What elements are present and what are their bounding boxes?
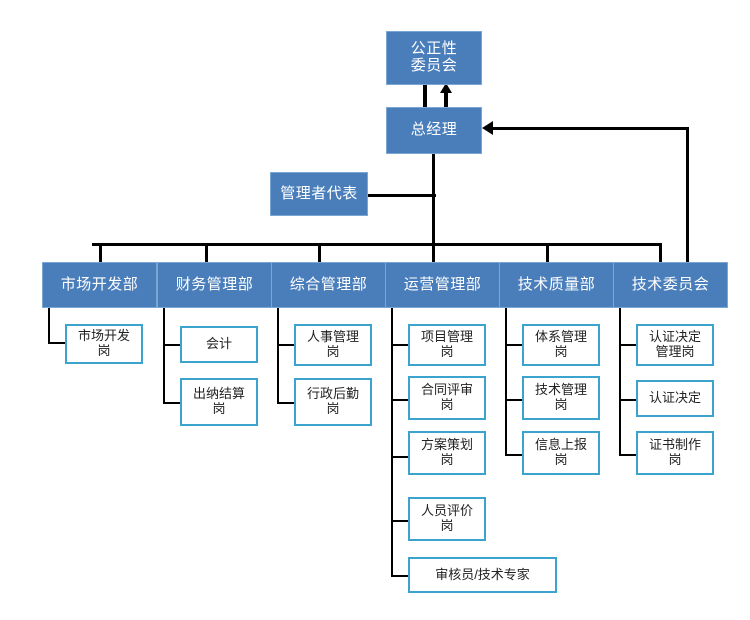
position-technical-committee-2[interactable]: 认证决定 bbox=[636, 380, 714, 417]
position-label: 会计 bbox=[205, 336, 232, 352]
dept-label: 市场开发部 bbox=[60, 275, 139, 293]
position-technical-committee-1[interactable]: 认证决定 管理岗 bbox=[636, 324, 714, 366]
node-management-representative[interactable]: 管理者代表 bbox=[270, 172, 368, 216]
position-label: 合同评审 岗 bbox=[420, 382, 473, 412]
position-label: 技术管理 岗 bbox=[534, 382, 587, 412]
connector-spine-technical-quality bbox=[505, 308, 507, 455]
position-finance-management-2[interactable]: 出纳结算 岗 bbox=[180, 378, 258, 426]
position-technical-quality-1[interactable]: 体系管理 岗 bbox=[522, 324, 600, 366]
position-general-management-2[interactable]: 行政后勤 岗 bbox=[294, 378, 372, 426]
position-label: 证书制作 岗 bbox=[648, 437, 701, 467]
dept-label: 技术委员会 bbox=[631, 275, 710, 293]
position-label: 出纳结算 岗 bbox=[192, 386, 245, 416]
connector-drop-general-management bbox=[318, 243, 321, 263]
connector-drop-technical-quality bbox=[546, 243, 549, 263]
connector-feedback-horizontal bbox=[492, 127, 689, 130]
connector-stub-technical-quality-2 bbox=[505, 399, 523, 401]
connector-feedback-vertical bbox=[686, 127, 689, 267]
dept-label: 技术质量部 bbox=[517, 275, 596, 293]
node-label: 公正性 委员会 bbox=[410, 40, 458, 74]
position-operations-management-2[interactable]: 合同评审 岗 bbox=[408, 376, 486, 420]
position-label: 认证决定 bbox=[648, 390, 701, 406]
dept-label: 财务管理部 bbox=[175, 275, 254, 293]
node-label: 总经理 bbox=[410, 121, 458, 139]
connector-stub-finance-management-2 bbox=[163, 402, 181, 404]
connector-gm-to-committee-line bbox=[423, 85, 427, 107]
dept-general-management[interactable]: 综合管理部 bbox=[271, 262, 386, 308]
connector-drop-market-development bbox=[99, 243, 102, 263]
dept-operations-management[interactable]: 运营管理部 bbox=[385, 262, 500, 308]
connector-bus-bar bbox=[92, 243, 662, 246]
connector-drop-technical-committee bbox=[659, 243, 662, 263]
connector-gm-to-committee-arrow-stem bbox=[444, 92, 448, 107]
dept-label: 综合管理部 bbox=[289, 275, 368, 293]
connector-mgmt-rep-to-trunk bbox=[368, 194, 436, 197]
position-technical-committee-3[interactable]: 证书制作 岗 bbox=[636, 431, 714, 475]
connector-stub-technical-quality-1 bbox=[505, 344, 523, 346]
position-operations-management-3[interactable]: 方案策划 岗 bbox=[408, 431, 486, 475]
position-label: 信息上报 岗 bbox=[534, 437, 587, 467]
dept-label: 运营管理部 bbox=[403, 275, 482, 293]
position-label: 认证决定 管理岗 bbox=[648, 329, 701, 359]
position-label: 项目管理 岗 bbox=[420, 329, 473, 359]
connector-trunk-vertical bbox=[432, 154, 435, 245]
connector-spine-market-development bbox=[48, 308, 50, 343]
arrowhead-left-icon bbox=[482, 121, 493, 135]
position-general-management-1[interactable]: 人事管理 岗 bbox=[294, 324, 372, 366]
connector-stub-operations-management-2 bbox=[391, 399, 409, 401]
position-label: 体系管理 岗 bbox=[534, 329, 587, 359]
connector-stub-general-management-2 bbox=[277, 402, 295, 404]
position-market-development-1[interactable]: 市场开发 岗 bbox=[65, 324, 143, 364]
position-operations-management-5[interactable]: 审核员/技术专家 bbox=[408, 557, 557, 593]
connector-stub-finance-management-1 bbox=[163, 344, 181, 346]
connector-stub-operations-management-1 bbox=[391, 344, 409, 346]
connector-spine-technical-committee bbox=[619, 308, 621, 455]
connector-stub-operations-management-3 bbox=[391, 456, 409, 458]
connector-spine-finance-management bbox=[163, 308, 165, 403]
connector-drop-operations-management bbox=[432, 243, 435, 263]
arrowhead-up-icon bbox=[440, 83, 452, 93]
connector-drop-finance-management bbox=[205, 243, 208, 263]
position-label: 审核员/技术专家 bbox=[435, 566, 530, 582]
position-technical-quality-2[interactable]: 技术管理 岗 bbox=[522, 376, 600, 420]
connector-stub-technical-committee-3 bbox=[619, 454, 637, 456]
position-label: 人员评价 岗 bbox=[420, 503, 473, 533]
position-technical-quality-3[interactable]: 信息上报 岗 bbox=[522, 431, 600, 475]
position-operations-management-4[interactable]: 人员评价 岗 bbox=[408, 497, 486, 541]
dept-finance-management[interactable]: 财务管理部 bbox=[157, 262, 272, 308]
node-general-manager[interactable]: 总经理 bbox=[386, 107, 482, 154]
connector-stub-operations-management-4 bbox=[391, 520, 409, 522]
dept-market-development[interactable]: 市场开发部 bbox=[42, 262, 157, 308]
position-finance-management-1[interactable]: 会计 bbox=[180, 326, 258, 363]
connector-stub-market-development-1 bbox=[48, 342, 66, 344]
position-label: 人事管理 岗 bbox=[306, 329, 359, 359]
connector-stub-technical-committee-2 bbox=[619, 399, 637, 401]
position-label: 方案策划 岗 bbox=[420, 437, 473, 467]
dept-technical-quality[interactable]: 技术质量部 bbox=[499, 262, 614, 308]
connector-stub-operations-management-5 bbox=[391, 575, 409, 577]
dept-technical-committee[interactable]: 技术委员会 bbox=[613, 262, 728, 308]
node-label: 管理者代表 bbox=[280, 184, 358, 202]
connector-stub-technical-committee-1 bbox=[619, 344, 637, 346]
node-impartiality-committee[interactable]: 公正性 委员会 bbox=[386, 31, 482, 85]
connector-spine-operations-management bbox=[391, 308, 393, 576]
connector-spine-general-management bbox=[277, 308, 279, 403]
position-label: 行政后勤 岗 bbox=[306, 386, 359, 416]
position-operations-management-1[interactable]: 项目管理 岗 bbox=[408, 324, 486, 366]
position-label: 市场开发 岗 bbox=[77, 328, 130, 358]
connector-stub-technical-quality-3 bbox=[505, 454, 523, 456]
connector-stub-general-management-1 bbox=[277, 344, 295, 346]
